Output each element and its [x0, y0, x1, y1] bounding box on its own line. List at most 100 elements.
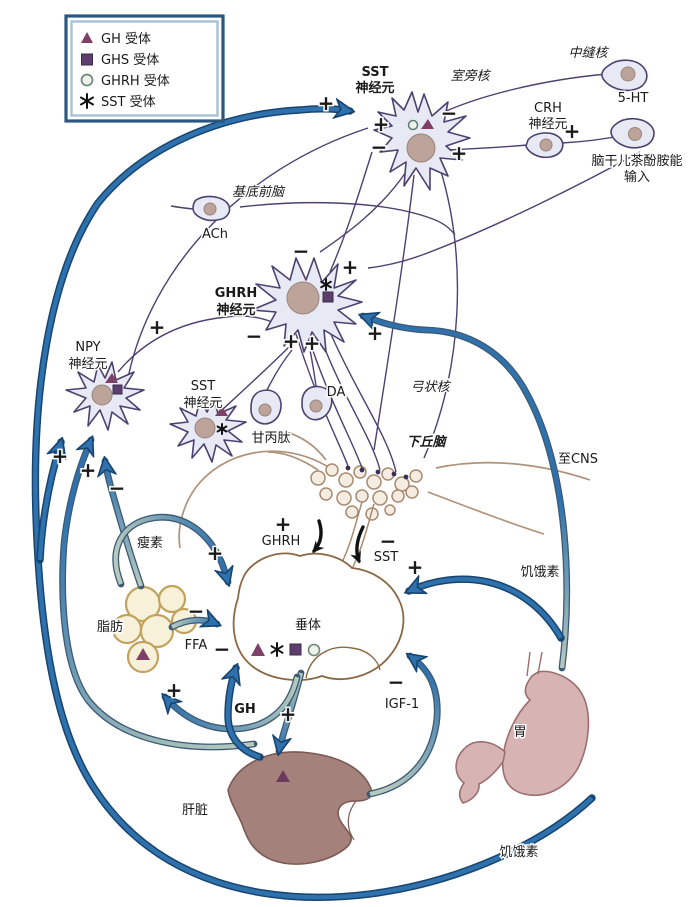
brainstem-cell	[610, 117, 655, 149]
ghrelin-to-npy-arrow	[37, 442, 61, 561]
gh-to-npy-arrow	[60, 440, 255, 749]
sst-to-median-eminence-axon	[373, 174, 415, 451]
plus-sign: +	[318, 91, 335, 115]
ghrelin-mid-label: 饥饿素	[520, 565, 559, 580]
plus-sign: +	[451, 141, 468, 165]
pathway-arrows	[31, 109, 596, 902]
ffa-label: FFA	[185, 638, 208, 653]
ghrh-receptor-icon	[407, 119, 419, 131]
npy-neuron-label: NPY	[75, 340, 100, 355]
ghrelin-bottom-label: 饥饿素	[499, 845, 538, 860]
sst-receptor-icon	[216, 423, 228, 435]
minus-sign: −	[214, 637, 231, 661]
legend-item-label: SST 受体	[101, 95, 156, 110]
sst-neuron-label: SST	[361, 65, 388, 80]
plus-sign: +	[564, 119, 581, 143]
gh-receptor-triangle-icon	[81, 32, 93, 43]
stomach-label: 胃	[513, 725, 526, 740]
galanin-cell	[250, 389, 282, 425]
ghs-receptor-icon	[112, 384, 123, 395]
plus-sign: +	[52, 444, 69, 468]
pvn-label: 室旁核	[450, 68, 491, 84]
gh-receptor-icon	[251, 643, 265, 656]
gh-receptor-on-fat-icon	[136, 648, 150, 660]
sst-neuron-top	[373, 91, 471, 191]
plus-sign: +	[367, 321, 384, 345]
minus-sign: −	[371, 135, 388, 159]
ghrh-to-sst-axon	[329, 151, 373, 273]
ach-cell	[170, 195, 231, 222]
plus-sign: +	[304, 331, 321, 355]
ach-axon	[239, 201, 456, 236]
gh-hormone-label: GH	[234, 702, 256, 717]
raphe-label: 中缝核	[568, 46, 609, 61]
plus-sign: +	[283, 329, 300, 353]
sst-receptor-icon	[270, 642, 284, 657]
plus-sign: +	[149, 315, 166, 339]
plus-sign: +	[207, 541, 224, 565]
plus-sign: +	[166, 678, 183, 702]
sst2-to-ghrh-axon	[221, 345, 291, 411]
text-labels: SST 神经元 室旁核 中缝核 5-HT CRH 神经元 脑干儿茶酚胺能 输入 …	[67, 45, 684, 862]
igf1-arrow	[369, 656, 440, 797]
da-label: DA	[327, 385, 346, 400]
gh-receptor-icon	[105, 373, 118, 383]
effect-signs: + + − − + + − + + − + + + + + − + − − + …	[50, 90, 582, 728]
plus-sign: +	[280, 702, 297, 726]
leptin-label: 瘦素	[137, 535, 163, 551]
npy-to-ghrh-axon	[117, 315, 273, 373]
plus-sign: +	[373, 112, 390, 136]
svg-text:神经元: 神经元	[183, 396, 222, 411]
ghrh-neuron-label: GHRH	[215, 286, 257, 301]
minus-sign: −	[380, 529, 397, 553]
pituitary-label: 垂体	[295, 618, 321, 633]
ghs-receptor-square-icon	[81, 53, 93, 66]
stomach-shape	[455, 651, 590, 804]
sst-neuron2-label: SST	[191, 379, 216, 394]
to-cns-label: 至CNS	[558, 452, 598, 467]
sst-release-arrow	[350, 525, 365, 564]
ghrh-neuron	[251, 257, 363, 353]
arcuate-label: 弓状核	[410, 380, 451, 395]
svg-text:神经元: 神经元	[216, 302, 255, 318]
hypothalamus-outline	[178, 431, 591, 549]
svg-text:神经元: 神经元	[355, 80, 394, 96]
fat-tissue	[111, 584, 198, 674]
gh-receptor-icon	[215, 406, 228, 416]
brainstem-long-axon	[367, 151, 641, 269]
crh-neuron-label: CRH	[534, 101, 562, 116]
plus-sign: +	[80, 458, 97, 482]
pituitary-receptors	[251, 642, 321, 657]
ghrh-receptor-icon	[307, 643, 321, 657]
svg-text:输入: 输入	[624, 169, 650, 185]
minus-sign: −	[246, 324, 263, 348]
crh-cell	[525, 132, 564, 159]
plus-sign: +	[407, 555, 424, 579]
legend: GH 受体 GHS 受体 GHRH 受体 SST 受体	[64, 14, 225, 123]
da-cell	[301, 385, 333, 421]
plus-sign: +	[275, 512, 292, 536]
fat-label: 脂肪	[97, 619, 123, 635]
sst-receptor-asterisk-icon	[80, 93, 94, 109]
serotonin-label: 5-HT	[618, 91, 649, 106]
gh-receptor-icon	[421, 119, 434, 129]
minus-sign: −	[388, 670, 405, 694]
ach-label: ACh	[202, 227, 228, 242]
legend-item-label: GHS 受体	[101, 53, 159, 68]
ghrh-receptor-circle-icon	[80, 73, 94, 87]
galanin-label: 甘丙肽	[251, 431, 290, 446]
basal-forebrain-label: 基底前脑	[232, 185, 286, 200]
gh-to-liver-arrow	[279, 672, 304, 751]
minus-sign: −	[188, 599, 205, 623]
ghrelin-to-sst-arrow	[33, 109, 594, 900]
legend-item-label: GH 受体	[101, 32, 151, 47]
ghrelin-to-cns-arrow	[363, 316, 569, 669]
minus-sign: −	[109, 476, 126, 500]
raphe-cell	[601, 59, 648, 92]
ghrh-release-arrow	[312, 519, 325, 554]
leptin-arrow	[113, 515, 228, 584]
sst-receptor-icon	[320, 278, 332, 291]
ghrh-hormone-label: GHRH	[262, 534, 301, 549]
